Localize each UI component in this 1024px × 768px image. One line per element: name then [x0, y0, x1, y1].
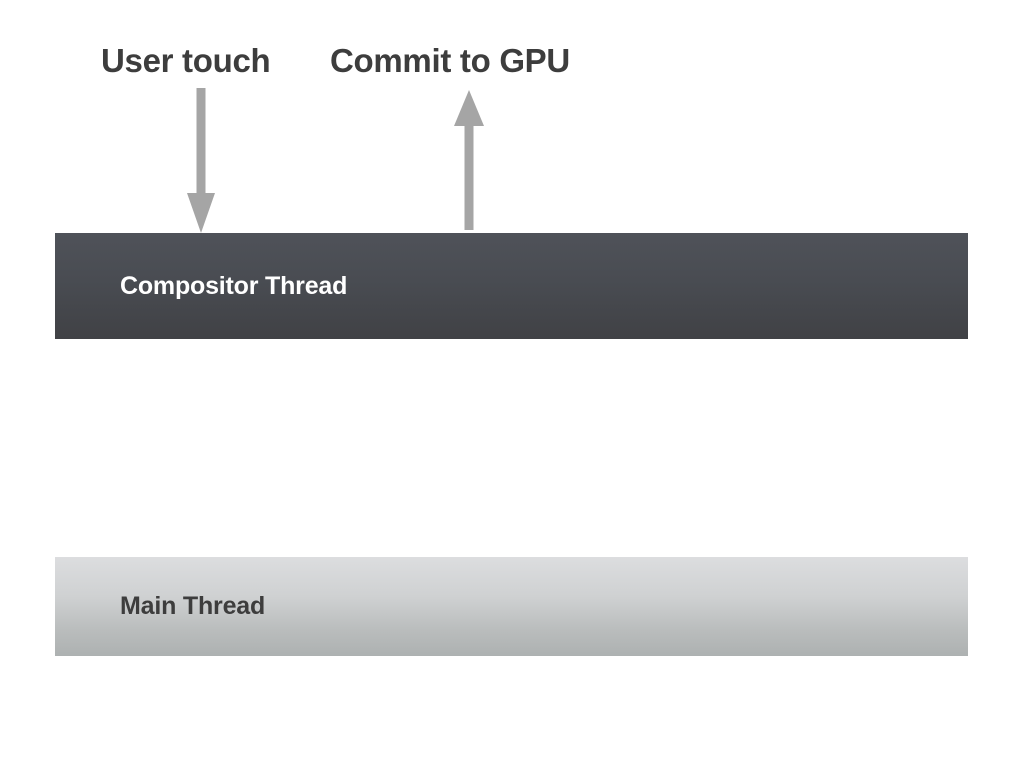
arrow-up-icon [454, 90, 484, 230]
arrow-down-icon-user-touch [175, 88, 227, 234]
lane-compositor-thread: Compositor Thread [55, 233, 968, 339]
lane-label-main-thread: Main Thread [120, 592, 266, 620]
annotation-label-commit-to-gpu: Commit to GPU [330, 42, 570, 79]
lane-main-thread: Main Thread [55, 557, 968, 656]
annotation-label-user-touch: User touch [101, 42, 271, 79]
lane-label-compositor-thread: Compositor Thread [120, 271, 348, 300]
arrow-down-icon [187, 88, 215, 233]
arrow-up-icon-commit-to-gpu [443, 88, 495, 230]
